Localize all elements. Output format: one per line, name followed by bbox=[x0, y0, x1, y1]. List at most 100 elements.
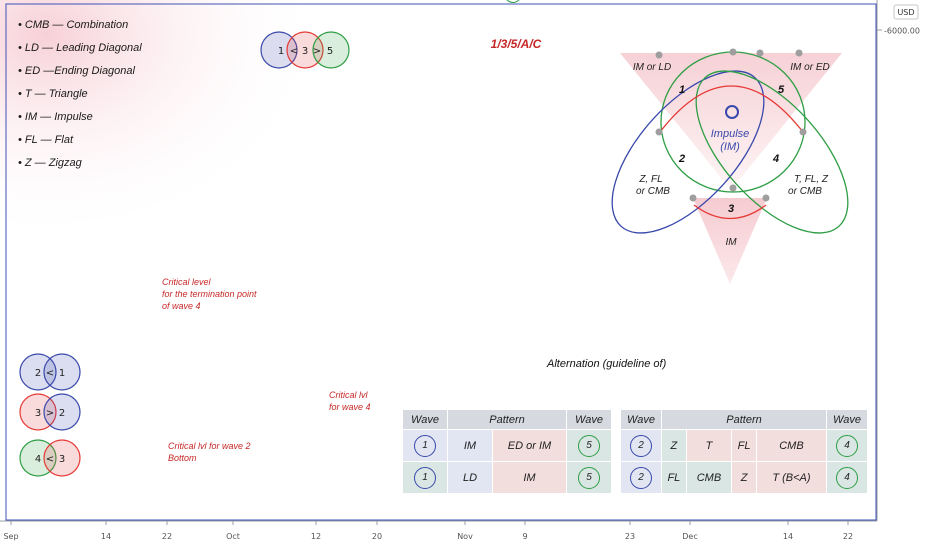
wave-table-left: Wave Pattern Wave 1 IM ED or IM 5 1 LD I… bbox=[402, 409, 612, 494]
pattern-cell: T (B<A) bbox=[755, 461, 828, 494]
header-pattern: Pattern bbox=[447, 409, 567, 430]
pattern-cell: LD bbox=[447, 461, 493, 494]
annotation-text: for the termination point bbox=[162, 289, 257, 299]
currency-box bbox=[893, 4, 919, 20]
pattern-cell: IM bbox=[447, 429, 493, 462]
venn-label: 5 bbox=[327, 46, 333, 57]
venn-label: 2 bbox=[59, 408, 65, 419]
legend-item: • LD — Leading Diagonal bbox=[18, 42, 142, 54]
pattern-cell: T bbox=[685, 429, 733, 462]
venn-circle bbox=[286, 31, 324, 69]
currency-label: USD bbox=[897, 8, 914, 17]
venn-circle bbox=[260, 31, 298, 69]
wave-badge: 4 bbox=[836, 466, 858, 489]
diagram-label: IM bbox=[725, 237, 737, 248]
venn-label: > bbox=[46, 408, 54, 419]
x-tick-label: 12 bbox=[311, 532, 321, 541]
diagram-title: Impulse bbox=[711, 128, 750, 140]
annotation-text: Alternation (guideline of) bbox=[546, 358, 667, 370]
venn-label: < bbox=[46, 454, 54, 465]
x-tick-label: 9 bbox=[522, 532, 527, 541]
wave-label-circle bbox=[506, 0, 520, 3]
blue-ellipse bbox=[611, 70, 765, 234]
table-row: 2 Z T FL CMB 4 bbox=[620, 429, 868, 462]
red-arc-top bbox=[659, 85, 804, 133]
venn-label: 3 bbox=[59, 454, 65, 465]
venn-label: < bbox=[46, 368, 54, 379]
header-wave: Wave bbox=[826, 409, 868, 430]
diagram-label: IM or ED bbox=[790, 62, 829, 73]
x-axis: Sep 14 22 Oct 12 20 Nov 9 23 Dec 14 22 bbox=[0, 520, 877, 541]
venn-label: 2 bbox=[35, 368, 41, 379]
diagram-label: or CMB bbox=[636, 186, 670, 197]
abbreviation-legend: • CMB — Combination • LD — Leading Diago… bbox=[18, 18, 142, 179]
diagram-number: 3 bbox=[728, 203, 734, 215]
diagram-number: 4 bbox=[772, 153, 779, 165]
node-dot bbox=[795, 49, 803, 57]
pattern-cell: Z bbox=[661, 429, 687, 462]
node-dot bbox=[729, 48, 737, 56]
pattern-cell: Z bbox=[731, 461, 757, 494]
annotation-text: Critical lvl for wave 2 bbox=[168, 441, 251, 451]
legend-item: • CMB — Combination bbox=[18, 19, 129, 31]
legend-item: • IM — Impulse bbox=[18, 111, 93, 123]
header-wave: Wave bbox=[566, 409, 612, 430]
node-dot bbox=[655, 51, 663, 59]
legend-item: • Z — Zigzag bbox=[18, 157, 82, 169]
annotation-text: Critical level bbox=[162, 277, 212, 287]
venn-circle bbox=[43, 353, 81, 391]
table-row: 1 LD IM 5 bbox=[402, 461, 612, 494]
wave-badge: 5 bbox=[578, 434, 600, 457]
venn-label: 1 bbox=[278, 46, 284, 57]
x-tick-label: 14 bbox=[101, 532, 111, 541]
node-dot bbox=[799, 128, 807, 136]
x-tick-label: Oct bbox=[226, 532, 240, 541]
diagram-number: 2 bbox=[678, 153, 685, 165]
wave-badge: 4 bbox=[836, 434, 858, 457]
annotation-text: Bottom bbox=[168, 453, 197, 463]
diagram-label: Z, FL bbox=[638, 174, 662, 185]
node-dot bbox=[729, 184, 737, 192]
x-tick-label: Sep bbox=[3, 532, 18, 541]
pattern-cell: CMB bbox=[755, 429, 828, 462]
background-glow bbox=[0, 0, 310, 230]
wave-badge: 2 bbox=[630, 434, 652, 457]
wave-labels: iii(i)(ii)(iii)(iv)iii(v)ivv1/3/5/A/CCri… bbox=[162, 0, 667, 463]
node-dot bbox=[756, 49, 764, 57]
annotation-text: 1/3/5/A/C bbox=[491, 37, 542, 51]
diagram-label: or CMB bbox=[788, 186, 822, 197]
green-ellipse-right bbox=[695, 70, 849, 234]
annotation-text: Critical lvl bbox=[329, 390, 369, 400]
pattern-cell: ED or IM bbox=[492, 429, 567, 462]
table-row: 1 IM ED or IM 5 bbox=[402, 429, 612, 462]
y-tick-label: -6000.00 bbox=[884, 27, 920, 36]
venn-label: 3 bbox=[302, 46, 308, 57]
venn-label: < bbox=[290, 46, 298, 57]
x-tick-label: Dec bbox=[682, 532, 697, 541]
header-wave: Wave bbox=[620, 409, 662, 430]
x-tick-label: 14 bbox=[783, 532, 793, 541]
annotation-text: of wave 4 bbox=[162, 301, 201, 311]
venn-label: 1 bbox=[59, 368, 65, 379]
x-tick-label: 22 bbox=[162, 532, 172, 541]
legend-item: • FL — Flat bbox=[18, 134, 73, 146]
legend-item: • ED —Ending Diagonal bbox=[18, 65, 135, 77]
diagram-label: T, FL, Z bbox=[794, 174, 829, 185]
venn-label: 3 bbox=[35, 408, 41, 419]
bottom-triangle bbox=[693, 198, 767, 284]
venn-label: 4 bbox=[35, 454, 41, 465]
node-dot bbox=[689, 194, 697, 202]
x-tick-label: 20 bbox=[372, 532, 382, 541]
wave-table-right: Wave Pattern Wave 2 Z T FL CMB 4 2 FL CM… bbox=[620, 409, 868, 494]
table-row: 2 FL CMB Z T (B<A) 4 bbox=[620, 461, 868, 494]
x-tick-label: Nov bbox=[457, 532, 473, 541]
legend-item: • T — Triangle bbox=[18, 88, 88, 100]
x-tick-label: 23 bbox=[625, 532, 635, 541]
pattern-cell: IM bbox=[492, 461, 567, 494]
x-tick-label: 22 bbox=[843, 532, 853, 541]
pattern-cell: CMB bbox=[685, 461, 733, 494]
diagram-number: 1 bbox=[679, 84, 685, 96]
venn-circle bbox=[43, 439, 81, 477]
impulse-icon bbox=[725, 105, 739, 119]
